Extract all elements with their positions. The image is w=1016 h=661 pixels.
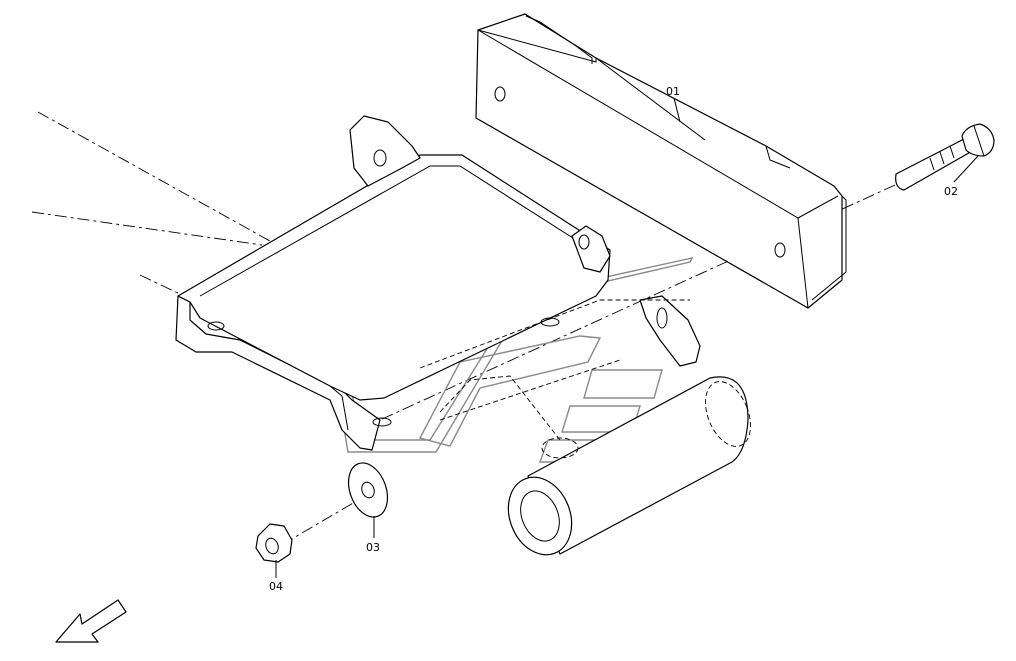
part-03-washer [347, 462, 389, 538]
part-02-bolt [895, 123, 995, 191]
callout-03: 03 [366, 541, 380, 554]
part-04-nut [255, 523, 293, 578]
leader-01 [595, 57, 706, 141]
direction-arrow [55, 599, 127, 643]
leader-02 [953, 155, 979, 183]
callout-labels: 01 02 03 04 [269, 85, 958, 593]
axis-line-lower [31, 211, 263, 246]
axis-line-lower-end [139, 274, 183, 296]
washer-axis-line [289, 491, 373, 541]
callout-01: 01 [666, 85, 680, 98]
callout-02: 02 [944, 185, 958, 198]
roller-sleeve [439, 375, 751, 556]
part-01-block [475, 13, 847, 309]
callout-04: 04 [269, 580, 283, 593]
mounting-plate [175, 115, 701, 451]
